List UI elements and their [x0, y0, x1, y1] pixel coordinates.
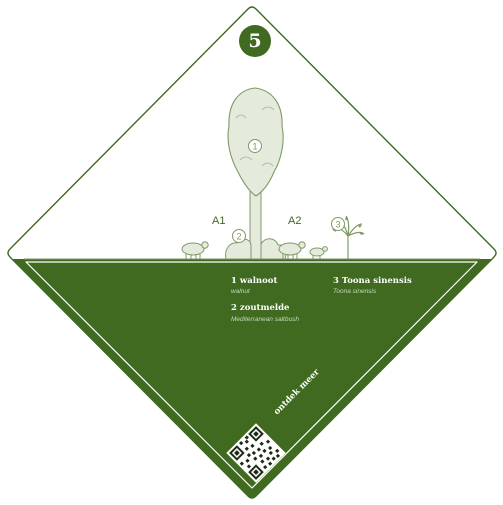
svg-text:1: 1 [252, 142, 257, 152]
sheep-icon-left [181, 241, 209, 259]
marker-1: 1 [248, 139, 262, 153]
svg-text:3: 3 [335, 220, 340, 230]
panel-inner-border [25, 261, 478, 489]
lamb-icon [309, 246, 328, 259]
marker-3: 3 [331, 217, 345, 231]
svg-text:2: 2 [236, 232, 241, 242]
marker-2: 2 [232, 229, 246, 243]
sheep-icon-right [278, 241, 306, 259]
